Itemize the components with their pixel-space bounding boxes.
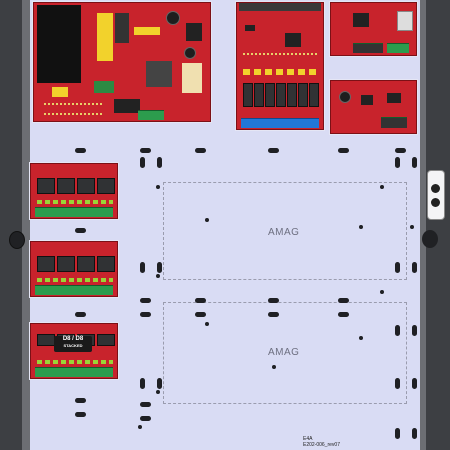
mount-slot [395,148,406,153]
mount-slot [157,262,162,273]
stacked-label-line2: STACKED [63,343,83,348]
mount-slot [140,416,151,421]
latch-icon [422,230,438,248]
mount-slot [268,148,279,153]
mount-slot [412,262,417,273]
mount-slot [412,325,417,336]
mount-slot [157,378,162,389]
io-relay-board [236,2,324,130]
mount-slot [157,157,162,168]
mount-hole [359,336,363,340]
mount-slot [338,148,349,153]
mount-slot [140,157,145,168]
mount-slot [195,312,206,317]
controller-board [33,2,211,122]
mount-slot [395,378,400,389]
mount-hole [156,274,160,278]
mount-slot [412,378,417,389]
mount-slot [140,402,151,407]
mount-hole [156,185,160,189]
mount-slot [75,148,86,153]
mount-slot [338,312,349,317]
mount-hole [156,390,160,394]
mount-slot [75,228,86,233]
mount-slot [268,298,279,303]
mount-slot [195,148,206,153]
mount-slot [338,298,349,303]
stacked-label-line1: D8 / D8 [62,336,84,342]
mount-hole [272,365,276,369]
network-board [330,2,417,56]
zone-label-lower: AMAG [268,347,300,358]
mount-slot [140,378,145,389]
reader-interface-board [330,80,417,134]
mount-hole [410,225,414,229]
mount-slot [140,148,151,153]
mount-slot [75,398,86,403]
mount-hole [359,225,363,229]
mount-slot [140,312,151,317]
mount-slot [195,298,206,303]
part-label-line2: E202-006_rev07 [303,442,340,448]
mount-slot [140,298,151,303]
mount-slot [395,157,400,168]
part-label-line1: E4A [303,436,313,442]
stacked-board-label: D8 / D8 STACKED [54,336,92,352]
mounting-zone-lower [163,302,407,404]
part-label: E4A E202-006_rev07 [303,436,340,448]
mount-slot [75,412,86,417]
frame-inner-edge-left [22,0,30,450]
mount-hole [205,218,209,222]
mount-slot [395,325,400,336]
mounting-zone-upper [163,182,407,280]
mount-slot [140,262,145,273]
mount-slot [268,312,279,317]
mount-hole [138,425,142,429]
mount-slot [412,157,417,168]
mount-slot [75,312,86,317]
relay-expansion-board-2 [30,241,118,297]
mount-hole [380,185,384,189]
mount-hole [205,322,209,326]
frame-inner-edge-right [420,0,426,450]
tamper-switch [427,170,445,220]
mount-slot [395,428,400,439]
relay-expansion-board-1 [30,163,118,219]
zone-label-upper: AMAG [268,227,300,238]
mount-hole [380,290,384,294]
mount-slot [412,428,417,439]
hinge-icon [9,231,25,249]
mount-slot [395,262,400,273]
